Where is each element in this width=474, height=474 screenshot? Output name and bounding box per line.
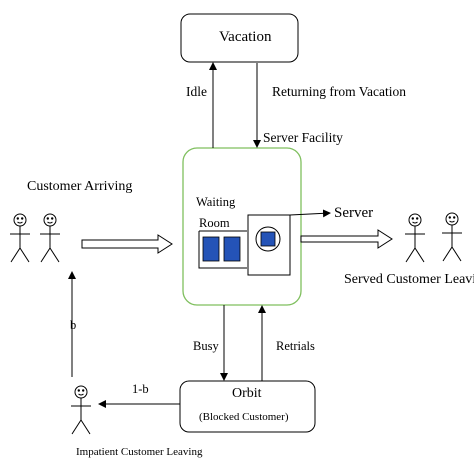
returning-label: Returning from Vacation (272, 84, 406, 99)
orbit-label: Orbit (232, 386, 262, 401)
server-facility-label: Server Facility (263, 130, 343, 145)
room-label: Room (199, 216, 230, 230)
arriving-customer-2-icon (40, 213, 60, 263)
customer-arriving-label: Customer Arriving (27, 179, 133, 194)
served-customer-1-icon (405, 213, 425, 263)
impatient-customer-label: Impatient Customer Leaving (76, 446, 203, 458)
one-minus-b-label: 1-b (132, 382, 149, 396)
idle-label: Idle (186, 84, 207, 99)
retrials-label: Retrials (276, 339, 315, 353)
served-customer-2-icon (442, 212, 462, 262)
b-label: b (70, 318, 77, 332)
waiting-label: Waiting (196, 195, 236, 209)
impatient-customer-icon (71, 385, 91, 435)
served-customer-label: Served Customer Leaving (344, 272, 474, 287)
vacation-label: Vacation (219, 29, 272, 45)
queue-customer-1 (202, 236, 220, 262)
arrival-hollow-arrow (81, 234, 173, 254)
server-customer (260, 231, 276, 247)
orbit-node (179, 380, 316, 433)
departure-hollow-arrow (300, 229, 393, 249)
server-label: Server (334, 205, 374, 221)
queue-customer-2 (223, 236, 241, 262)
server-pointer-arrow (289, 209, 331, 218)
orbit-sub-label: (Blocked Customer) (199, 411, 289, 423)
busy-label: Busy (193, 339, 219, 353)
vacation-node (180, 13, 299, 63)
waiting-room-outline (198, 231, 247, 269)
arriving-customer-1-icon (10, 213, 30, 263)
